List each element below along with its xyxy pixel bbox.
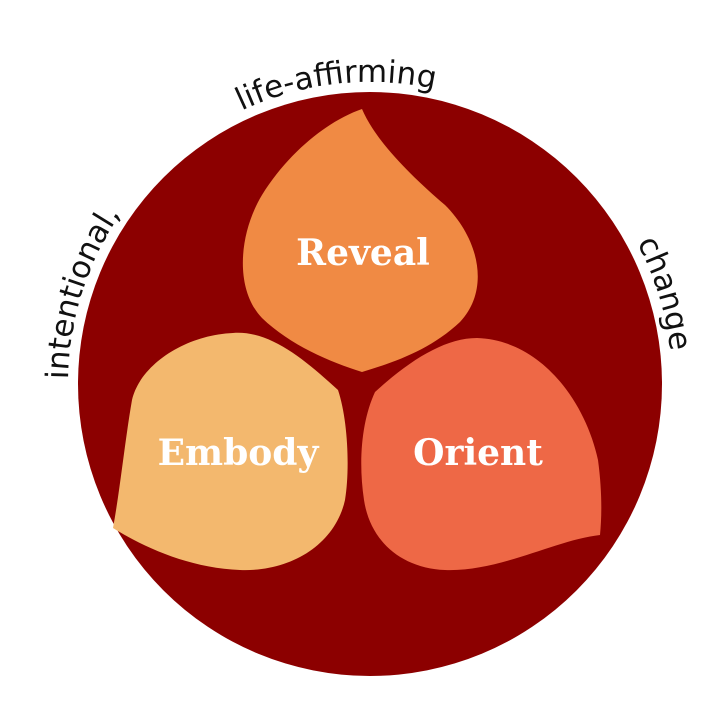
petal-reveal	[242, 109, 478, 372]
petal-embody	[113, 332, 348, 571]
petal-orient	[361, 338, 602, 571]
petal-label-reveal: Reveal	[296, 232, 430, 274]
petal-label-orient: Orient	[413, 432, 543, 474]
petal-label-embody: Embody	[158, 432, 320, 474]
